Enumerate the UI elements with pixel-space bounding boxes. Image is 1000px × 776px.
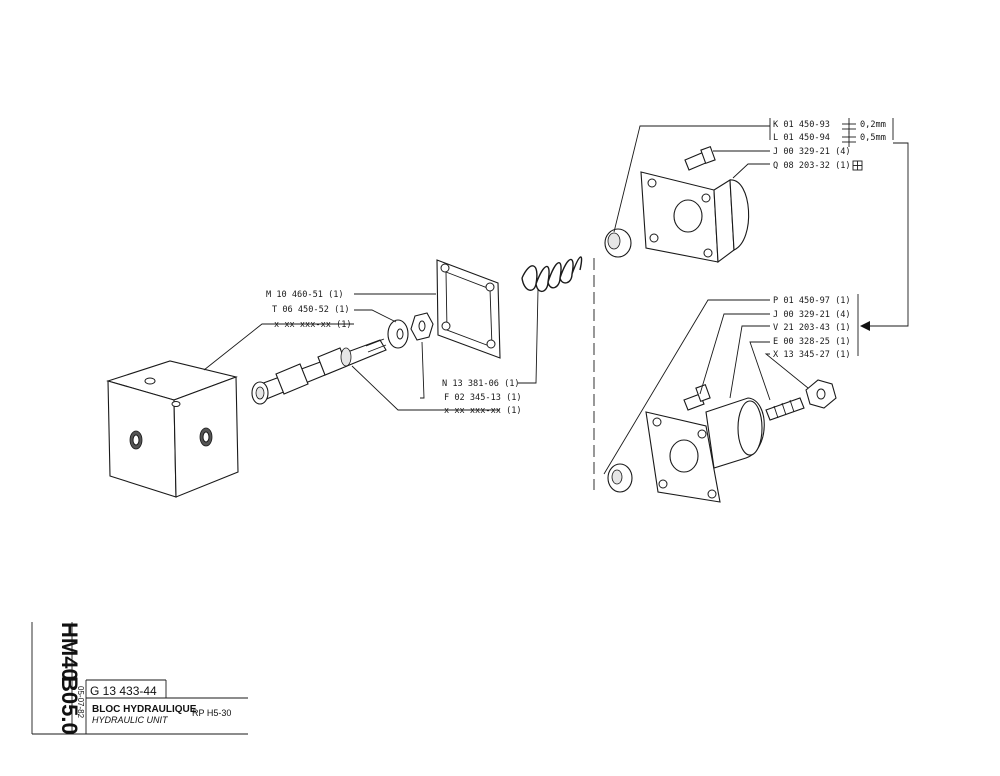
label-shim-05: L 01 450-94: [773, 133, 830, 143]
model-code: HM40: [57, 622, 82, 681]
label-block-ref: x xx xxx-xx (1): [274, 320, 352, 330]
label-seal-ring: M 10 460-51 (1): [266, 290, 344, 300]
model-reference: RP H5-30: [192, 708, 231, 718]
label-screw-bottom: J 00 329-21 (4): [773, 310, 851, 320]
top-cover: [640, 171, 750, 264]
label-screw-top: J 00 329-21 (4): [773, 147, 851, 157]
label-shim-05-spec: 0,5mm: [860, 133, 886, 143]
label-cover-bottom: V 21 203-43 (1): [773, 323, 851, 333]
bottom-cover: [645, 397, 765, 503]
label-shim-02-spec: 0,2mm: [860, 120, 886, 130]
top-screw: [684, 146, 716, 171]
label-spool-ref: x xx xxx-xx (1): [444, 406, 522, 416]
title-block: HM40 B05.0 05-07-82 G 13 433-44 BLOC HYD…: [31, 622, 248, 735]
leader-lines: [203, 118, 909, 475]
shim-thickness-symbols: [842, 118, 856, 147]
title-english: HYDRAULIC UNIT: [92, 715, 169, 725]
stud: [765, 397, 805, 421]
label-cap-bottom: P 01 450-97 (1): [773, 296, 851, 306]
grid-symbol-icon: [852, 160, 863, 171]
bottom-cap: [607, 463, 633, 493]
label-nut-small: F 02 345-13 (1): [444, 393, 522, 403]
bottom-screw: [683, 384, 711, 411]
title-french: BLOC HYDRAULIQUE: [92, 704, 197, 715]
drawing-date: 05-07-82: [76, 686, 85, 719]
label-spring: N 13 381-06 (1): [442, 379, 520, 389]
label-cover-top: Q 08 203-32 (1): [773, 161, 851, 171]
label-stud: E 00 328-25 (1): [773, 337, 851, 347]
spring: [521, 256, 583, 292]
label-shim-02: K 01 450-93: [773, 120, 830, 130]
label-nut-large: X 13 345-27 (1): [773, 350, 851, 360]
spool: [251, 338, 387, 405]
part-labels: K 01 450-93 0,2mm L 01 450-94 0,5mm J 00…: [266, 120, 886, 416]
seal-plate: [436, 259, 501, 359]
hydraulic-block: [106, 360, 239, 498]
drawing-number: G 13 433-44: [90, 684, 157, 698]
top-cap: [604, 228, 632, 258]
section-code: B05.0: [57, 676, 82, 735]
washer: [387, 319, 409, 349]
label-washer: T 06 450-52 (1): [272, 305, 350, 315]
small-nut: [410, 312, 434, 341]
large-nut: [805, 379, 837, 409]
